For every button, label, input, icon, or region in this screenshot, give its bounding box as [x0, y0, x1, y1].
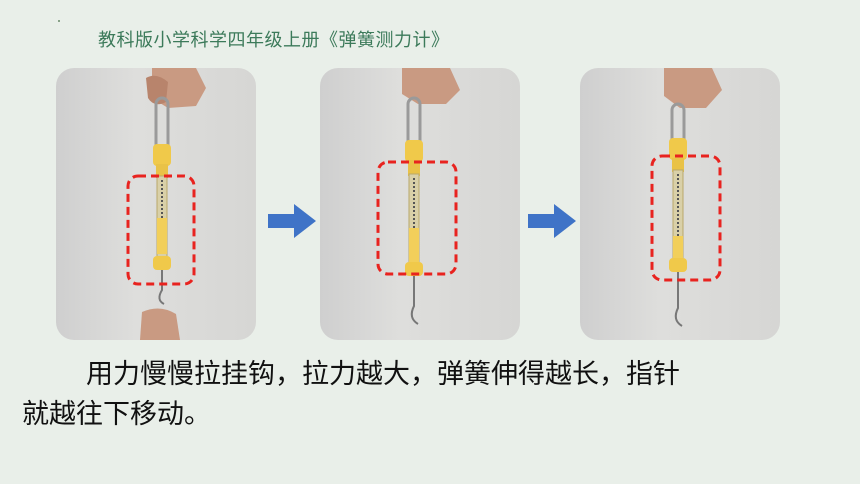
arrow-right-icon	[528, 204, 576, 238]
explanation-line-2: 就越往下移动。	[22, 399, 211, 430]
spring-scale-photo-1	[56, 68, 256, 340]
page-title: 教科版小学科学四年级上册《弹簧测力计》	[98, 30, 450, 51]
arrow-right-icon	[268, 204, 316, 238]
decorative-dot	[58, 20, 60, 22]
spring-scale-photo-2	[320, 68, 520, 340]
spring-scale-photo-3	[580, 68, 780, 340]
explanation-line-1: 用力慢慢拉挂钩，拉力越大，弹簧伸得越长，指针	[86, 359, 680, 390]
explanation-text: 用力慢慢拉挂钩，拉力越大，弹簧伸得越长，指针 就越往下移动。	[22, 355, 822, 435]
